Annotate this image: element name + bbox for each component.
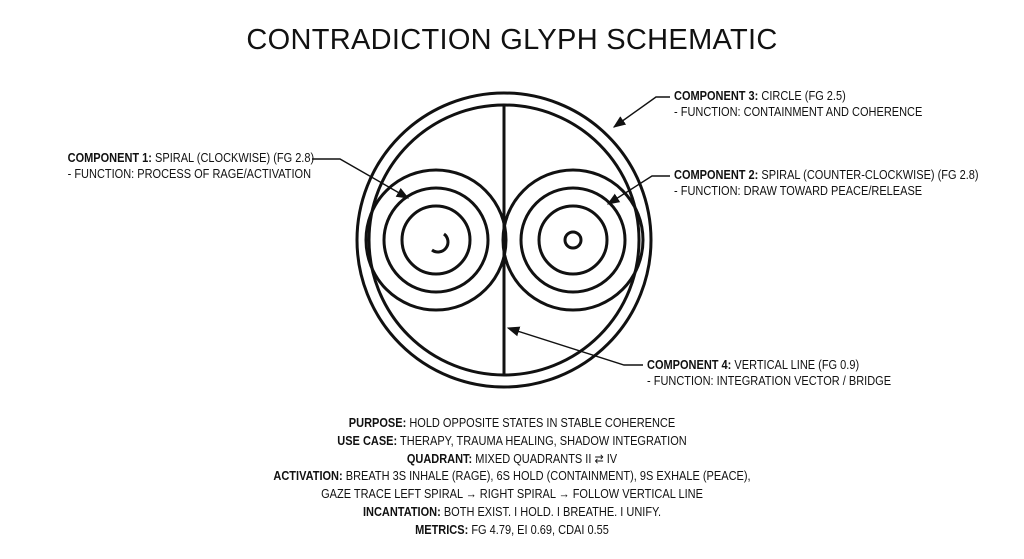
purpose-value: HOLD OPPOSITE STATES IN STABLE COHERENCE — [409, 416, 676, 430]
activation-value-2: GAZE TRACE LEFT SPIRAL → RIGHT SPIRAL → … — [321, 487, 703, 502]
summary-purpose: PURPOSE: HOLD OPPOSITE STATES IN STABLE … — [61, 415, 962, 433]
metrics-key: METRICS: — [415, 522, 469, 537]
metrics-value: FG 4.79, EI 0.69, CDAI 0.55 — [471, 522, 609, 537]
callout-1-leader — [312, 158, 410, 199]
callout-3-leader — [612, 96, 670, 128]
incantation-key: INCANTATION: — [362, 504, 441, 519]
right-spiral-center — [563, 230, 583, 250]
quadrant-value: MIXED QUADRANTS II ⇄ IV — [475, 451, 618, 466]
component-2-function: - FUNCTION: DRAW TOWARD PEACE/RELEASE — [674, 184, 923, 198]
component-4-name: VERTICAL LINE (FG 0.9) — [734, 358, 860, 372]
component-1-label: COMPONENT 1: — [67, 151, 152, 165]
callout-component-3: COMPONENT 3: CIRCLE (FG 2.5) - FUNCTION:… — [674, 88, 922, 120]
summary-use-case: USE CASE: THERAPY, TRAUMA HEALING, SHADO… — [61, 433, 962, 451]
component-4-label: COMPONENT 4: — [647, 358, 732, 372]
component-3-function: - FUNCTION: CONTAINMENT AND COHERENCE — [674, 105, 923, 119]
summary-activation: ACTIVATION: BREATH 3S INHALE (RAGE), 6S … — [61, 468, 962, 486]
summary-quadrant: QUADRANT: MIXED QUADRANTS II ⇄ IV — [61, 451, 962, 469]
summary-incantation: INCANTATION: BOTH EXIST. I HOLD. I BREAT… — [61, 504, 962, 522]
use-case-value: THERAPY, TRAUMA HEALING, SHADOW INTEGRAT… — [400, 433, 687, 448]
component-1-name: SPIRAL (CLOCKWISE) (FG 2.8) — [155, 151, 315, 165]
incantation-value: BOTH EXIST. I HOLD. I BREATHE. I UNIFY. — [443, 504, 662, 519]
component-3-name: CIRCLE (FG 2.5) — [761, 89, 846, 103]
callout-component-1: COMPONENT 1: SPIRAL (CLOCKWISE) (FG 2.8)… — [68, 150, 315, 182]
component-2-label: COMPONENT 2: — [674, 168, 759, 182]
summary-metrics: METRICS: FG 4.79, EI 0.69, CDAI 0.55 — [61, 522, 962, 540]
component-1-function: - FUNCTION: PROCESS OF RAGE/ACTIVATION — [67, 167, 312, 181]
callout-component-4: COMPONENT 4: VERTICAL LINE (FG 0.9) - FU… — [647, 357, 891, 389]
left-spiral — [364, 168, 508, 312]
activation-value-1: BREATH 3S INHALE (RAGE), 6S HOLD (CONTAI… — [345, 469, 751, 484]
component-4-function: - FUNCTION: INTEGRATION VECTOR / BRIDGE — [647, 374, 892, 388]
callout-4-leader — [506, 326, 643, 366]
callout-component-2: COMPONENT 2: SPIRAL (COUNTER-CLOCKWISE) … — [674, 167, 979, 199]
component-2-name: SPIRAL (COUNTER-CLOCKWISE) (FG 2.8) — [761, 168, 979, 182]
page-title: CONTRADICTION GLYPH SCHEMATIC — [246, 24, 778, 56]
purpose-key: PURPOSE: — [348, 416, 407, 430]
use-case-key: USE CASE: — [337, 433, 398, 448]
right-spiral — [501, 168, 645, 312]
left-spiral-center — [431, 232, 450, 254]
activation-key: ACTIVATION: — [273, 469, 343, 484]
quadrant-key: QUADRANT: — [406, 451, 473, 466]
summary-activation-cont: GAZE TRACE LEFT SPIRAL → RIGHT SPIRAL → … — [61, 486, 962, 504]
component-3-label: COMPONENT 3: — [674, 89, 759, 103]
callout-2-leader — [606, 175, 670, 205]
summary-block: PURPOSE: HOLD OPPOSITE STATES IN STABLE … — [0, 415, 1024, 540]
outer-circle — [355, 91, 653, 389]
